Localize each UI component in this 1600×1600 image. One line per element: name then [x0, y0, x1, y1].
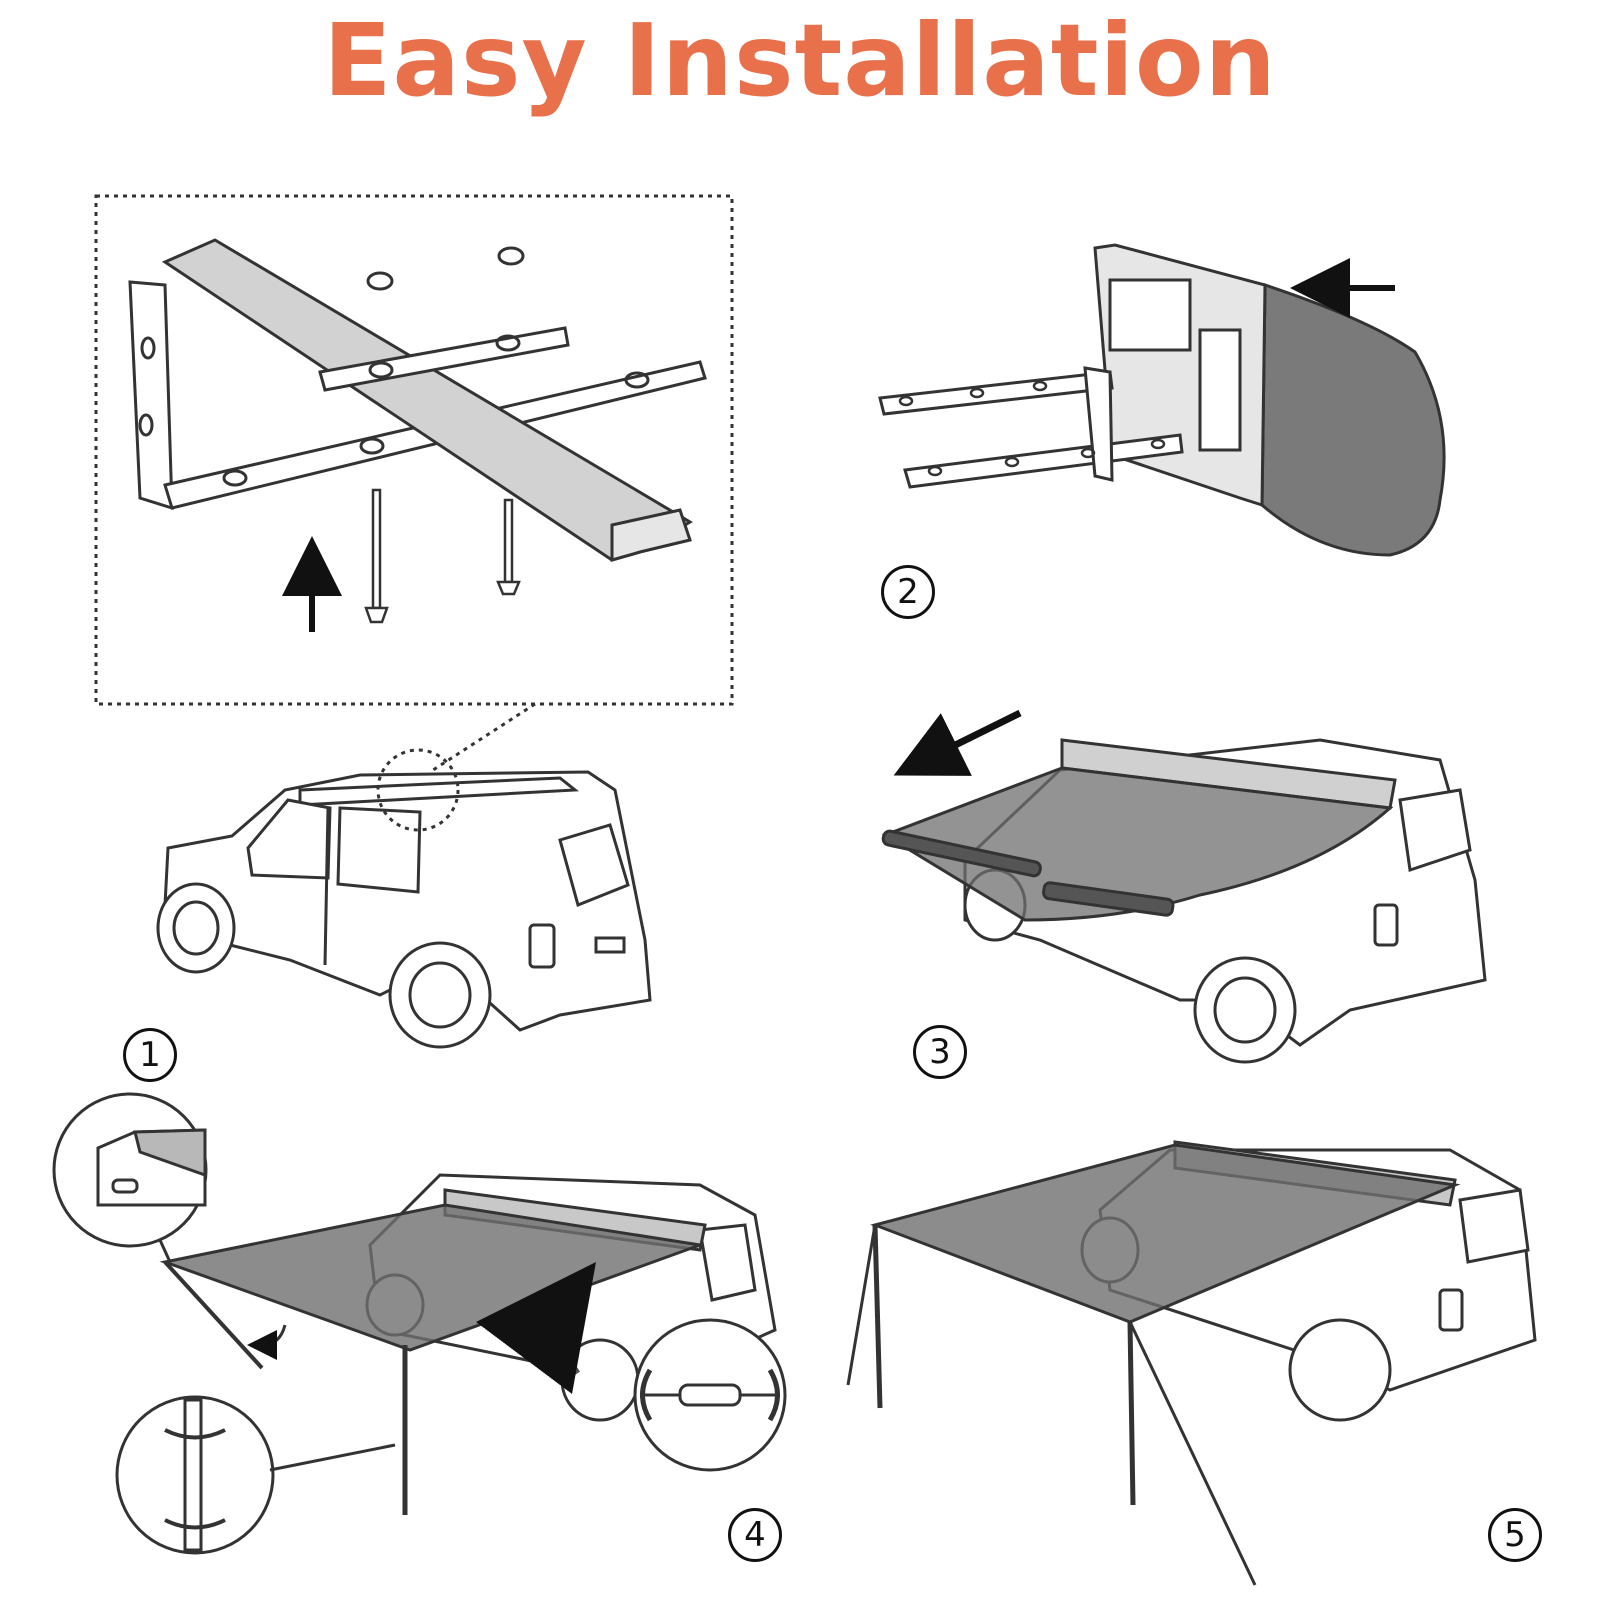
- step4-awning: [159, 1188, 707, 1515]
- step4-detail-leg: [115, 1395, 396, 1555]
- step-2-number: 2: [881, 565, 935, 619]
- step1-bracket-detail: [94, 194, 734, 774]
- step-1-number: 1: [123, 1028, 177, 1082]
- step2-rail-assembly: [878, 243, 1446, 557]
- step4-detail-handle: [633, 1318, 787, 1472]
- step-4-number: 4: [728, 1508, 782, 1562]
- step4-detail-top: [52, 1092, 208, 1263]
- step5-awning: [846, 1140, 1461, 1586]
- step-5-number: 5: [1488, 1508, 1542, 1562]
- step3-awning: [881, 709, 1397, 922]
- step-3-number: 3: [913, 1025, 967, 1079]
- page-title: Easy Installation: [323, 2, 1277, 119]
- step1-vehicle: [156, 748, 652, 1049]
